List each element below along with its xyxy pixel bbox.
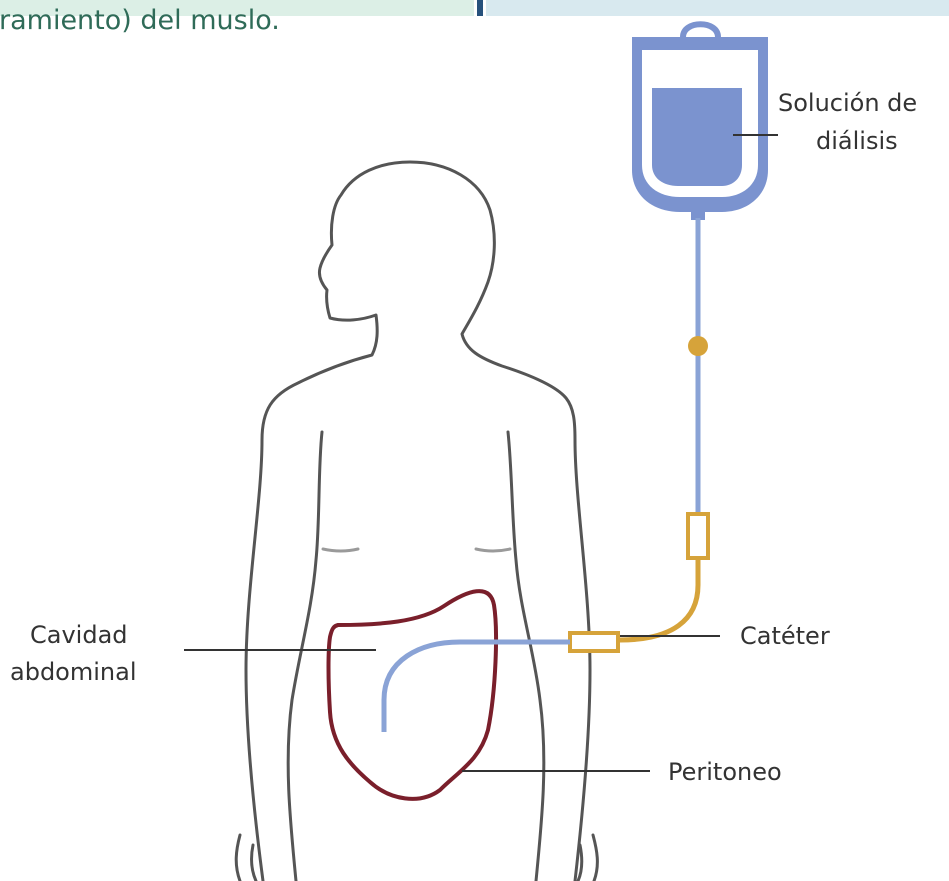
tube-connector [686, 512, 710, 560]
left-arm-inner-line [286, 430, 324, 881]
tube-clamp [688, 336, 708, 356]
label-dialysis-solution-line2: diálisis [816, 127, 898, 155]
label-abdominal-cavity-line2: abdominal [10, 658, 137, 686]
body-outline [244, 160, 592, 881]
label-abdominal-cavity-line1: Cavidad [30, 621, 128, 649]
bag-neck [691, 210, 705, 220]
dialysis-solution-fluid [652, 88, 742, 186]
label-peritoneum: Peritoneo [668, 758, 782, 786]
chest-mark-right [474, 547, 512, 553]
catheter-internal-tube [381, 639, 570, 732]
caption-fragment: ramiento) del muslo. [0, 5, 280, 36]
banner-strip-right [486, 0, 949, 16]
right-arm-inner-line [506, 430, 546, 881]
left-hand-outline [234, 833, 258, 881]
dialysis-bag-hanger [680, 21, 721, 38]
peritoneum-outline [326, 589, 498, 801]
label-dialysis-solution-line1: Solución de [778, 89, 917, 117]
right-hand-outline [576, 833, 599, 881]
banner-strip-left [0, 0, 474, 16]
catheter-tube [619, 558, 701, 643]
label-catheter: Catéter [740, 622, 830, 650]
banner-divider [477, 0, 483, 16]
chest-mark-left [321, 547, 360, 553]
catheter-connector [568, 631, 620, 653]
